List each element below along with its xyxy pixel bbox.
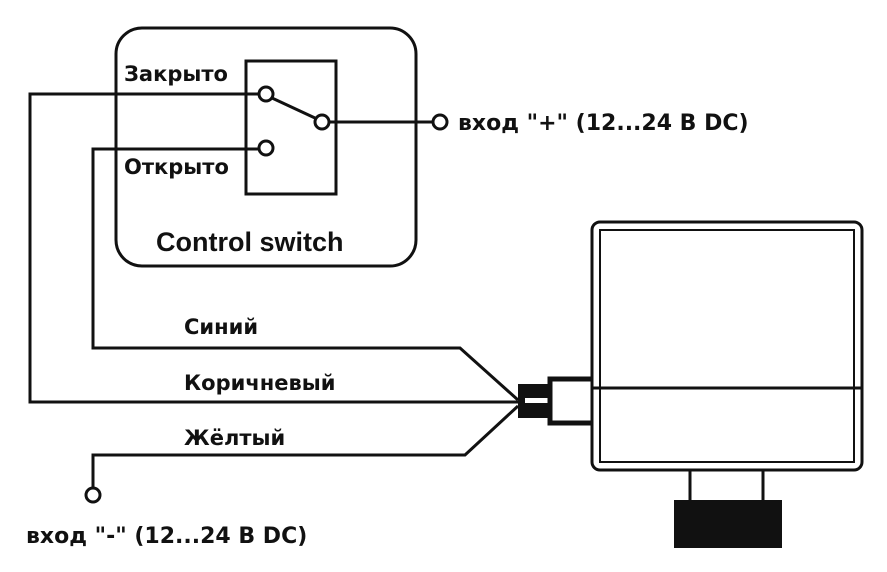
wire-label-brown: Коричневый	[184, 371, 336, 395]
contact-closed	[257, 85, 275, 103]
brown-wire	[28, 92, 518, 404]
negative-terminal-icon	[84, 486, 102, 504]
cable-connector	[518, 376, 598, 426]
contact-common	[313, 113, 331, 131]
blue-wire	[91, 147, 520, 402]
actuator-body	[590, 220, 864, 472]
control-switch-title: Control switch	[156, 227, 344, 257]
label-open: Открыто	[124, 155, 229, 179]
positive-input-label: вход "+" (12...24 В DC)	[458, 111, 749, 136]
wire-label-yellow: Жёлтый	[184, 426, 285, 450]
negative-input-label: вход "-" (12...24 В DC)	[26, 524, 307, 549]
wire-label-blue: Синий	[184, 315, 258, 339]
actuator-base	[674, 470, 782, 548]
switch-body	[244, 59, 338, 196]
yellow-wire	[91, 404, 520, 488]
positive-terminal-icon	[431, 113, 449, 131]
contact-open	[257, 139, 275, 157]
label-closed: Закрыто	[124, 62, 228, 86]
switch-lever	[271, 96, 316, 120]
